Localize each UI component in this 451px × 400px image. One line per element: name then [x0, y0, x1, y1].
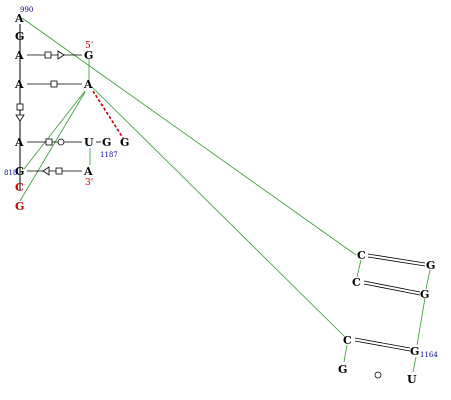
backbone-a-to-g-red — [19, 91, 86, 202]
nucleotide-g-5prime: G — [84, 49, 93, 62]
residue-number-1187: 1187 — [100, 151, 118, 159]
backbone-lines — [19, 17, 431, 373]
nucleotide-u: U — [84, 136, 94, 149]
square-symbol — [45, 138, 53, 146]
circle-symbol — [374, 371, 382, 379]
nucleotide-a-3prime: A — [83, 165, 93, 178]
nucleotide-g: G — [15, 30, 24, 43]
nucleotide-g-hairpin-mid: G — [420, 288, 429, 301]
nucleotide-c-hairpin-top: C — [357, 249, 366, 262]
backbone-a-to-g-bottom — [91, 86, 347, 339]
backbone-g-to-u-bottom — [412, 356, 417, 373]
circle-symbol — [57, 138, 65, 146]
nucleotide-g: G — [102, 136, 111, 149]
nucleotide-a: A — [14, 78, 24, 91]
nucleotide-c-hairpin-bottom: C — [343, 334, 352, 347]
nucleotide-a: A — [83, 78, 93, 91]
backbone-990-to-c-upper — [21, 17, 357, 256]
long-range-pair-dashed — [92, 90, 124, 139]
double-line-c-g-mid-2 — [363, 283, 421, 296]
square-symbol — [44, 51, 52, 59]
nucleotide-g-818: G — [15, 165, 24, 178]
nucleotide-g-red: G — [15, 200, 24, 213]
double-line-c-g-mid-1 — [363, 280, 421, 293]
square-symbol — [50, 80, 58, 88]
square-symbol — [16, 103, 24, 111]
nucleotide-a: A — [14, 136, 24, 149]
backbone-hairpin-c-c — [356, 259, 362, 278]
nucleotide-c-red: C — [15, 181, 24, 194]
nucleotide-g-1187: G — [120, 136, 129, 149]
backbone-a-to-818 — [23, 90, 86, 170]
double-line-c-g-top-2 — [367, 256, 426, 267]
backbone-hairpin-g-g — [425, 269, 431, 290]
backbone-hairpin-g-g-lower — [416, 297, 426, 346]
residue-number-990: 990 — [20, 6, 33, 14]
square-symbol — [55, 167, 63, 175]
double-line-c-g-top-1 — [367, 253, 426, 264]
residue-number-818: 818 — [4, 169, 17, 177]
nucleotide-c-hairpin-mid: C — [352, 276, 361, 289]
nucleotide-a-990: A — [14, 12, 24, 25]
double-line-c-g-bottom-1 — [354, 337, 411, 349]
nucleotide-g-bottom: G — [338, 363, 347, 376]
triangle-symbol — [15, 114, 25, 122]
nucleotide-a: A — [14, 49, 24, 62]
five-prime-label: 5' — [85, 41, 93, 51]
triangle-symbol — [57, 50, 65, 60]
interactions — [15, 50, 426, 379]
nucleotide-u-bottom: U — [407, 373, 417, 386]
double-line-c-g-bottom-2 — [354, 340, 411, 352]
three-prime-label: 3' — [85, 178, 93, 188]
backbone-c-to-g-bottom — [343, 344, 348, 363]
nucleotide-g-1164: G — [410, 345, 419, 358]
triangle-symbol — [42, 166, 50, 176]
residue-number-1164: 1164 — [420, 351, 438, 359]
nucleotide-g-hairpin-top: G — [426, 259, 435, 272]
